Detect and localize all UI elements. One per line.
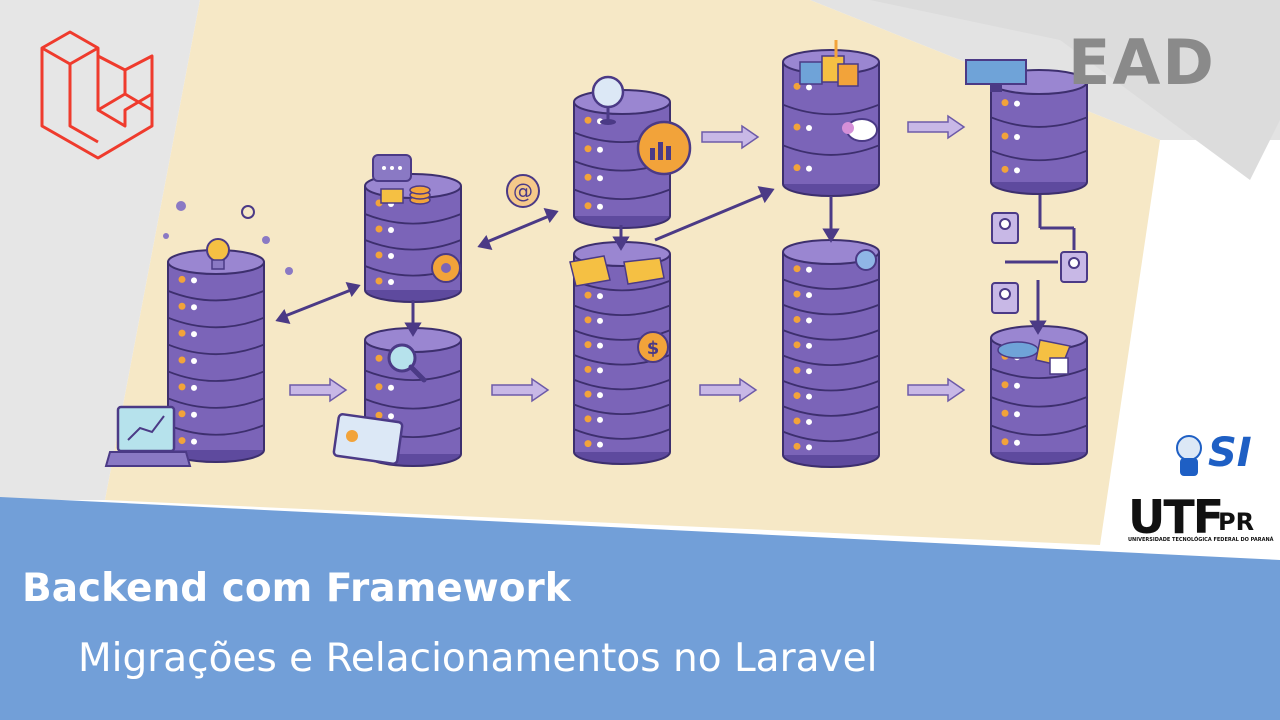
at-sign-icon: @ [507, 175, 539, 207]
svg-text:$: $ [647, 338, 660, 359]
chart-icon [638, 122, 690, 174]
ead-badge: EAD [1068, 26, 1216, 99]
utfpr-logo-suffix: PR [1218, 508, 1254, 536]
chat-bubble-icon [373, 155, 411, 181]
si-mascot-icon [1177, 436, 1201, 476]
utfpr-logo-caption: UNIVERSIDADE TECNOLÓGICA FEDERAL DO PARA… [1128, 537, 1274, 543]
course-title: Backend com Framework [22, 566, 571, 611]
utfpr-logo-main: UTF [1128, 490, 1222, 544]
gear-icon [432, 254, 460, 282]
svg-text:@: @ [513, 179, 533, 203]
dollar-icon: $ [638, 332, 668, 362]
si-logo-text: SI [1208, 430, 1252, 476]
user-avatar-icon [856, 250, 876, 270]
card-icon [333, 414, 402, 464]
database-icon [168, 250, 264, 462]
lesson-subtitle: Migrações e Relacionamentos no Laravel [78, 636, 877, 681]
database-icon [783, 240, 879, 467]
